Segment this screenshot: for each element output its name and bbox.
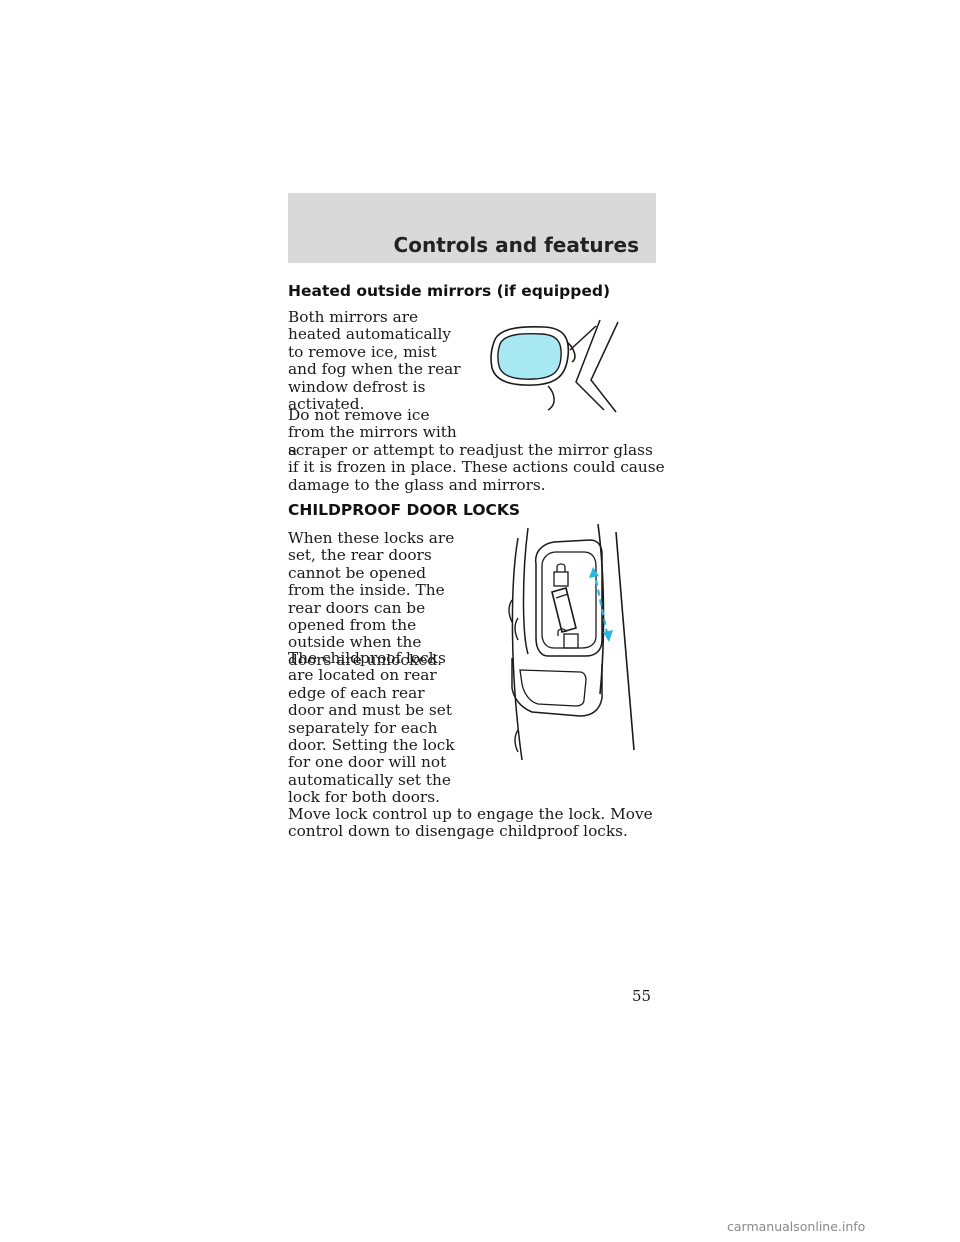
door-detail-1 — [508, 599, 513, 623]
mirror-glass — [497, 333, 562, 380]
arrow-down-icon — [603, 630, 613, 642]
heated-mirror-illustration — [490, 319, 619, 413]
lock-recess — [534, 539, 603, 657]
mirror-housing — [490, 325, 570, 386]
locked-padlock-icon — [553, 571, 569, 587]
childproof-locks-paragraph-3: Move lock control up to engage the lock.… — [288, 805, 653, 841]
heated-mirrors-paragraph-1: Both mirrors are heated automatically to… — [288, 308, 461, 414]
heated-mirrors-paragraph-2-rest: scraper or attempt to readjust the mirro… — [288, 441, 665, 494]
section-header-band: Controls and features — [288, 193, 656, 263]
arrow-up-icon — [589, 567, 599, 578]
door-edge-inner — [522, 527, 529, 655]
childproof-locks-paragraph-2: The childproof locks are located on rear… — [288, 649, 455, 807]
direction-arrow-line — [592, 569, 610, 639]
door-handle-housing — [511, 658, 603, 717]
section-title: Controls and features — [393, 233, 639, 257]
door-edge-left — [511, 537, 523, 761]
heated-mirrors-heading: Heated outside mirrors (if equipped) — [288, 282, 611, 300]
mirror-cable — [547, 385, 555, 411]
window-frame-inner — [590, 321, 619, 413]
heated-mirrors-paragraph-2-start: Do not remove ice from the mirrors with … — [288, 406, 457, 459]
unlocked-padlock-shackle — [557, 628, 567, 636]
body-frame-line — [615, 531, 635, 751]
childproof-locks-paragraph-1: When these locks are set, the rear doors… — [288, 529, 455, 669]
door-frame-line — [569, 325, 597, 351]
door-detail-2 — [514, 617, 519, 641]
watermark: carmanualsonline.info — [727, 1219, 866, 1234]
childproof-lock-illustration — [508, 524, 635, 761]
door-detail-3 — [514, 729, 519, 753]
childproof-locks-heading: CHILDPROOF DOOR LOCKS — [288, 501, 521, 519]
locked-padlock-shackle — [556, 563, 566, 572]
unlocked-padlock-icon — [563, 633, 579, 649]
lock-lever — [551, 587, 577, 633]
page-number: 55 — [632, 987, 652, 1005]
lock-plate — [541, 551, 597, 649]
door-handle — [519, 669, 587, 707]
window-frame-outer — [575, 319, 605, 411]
lock-lever-detail — [555, 593, 569, 599]
mirror-arm — [566, 341, 576, 363]
